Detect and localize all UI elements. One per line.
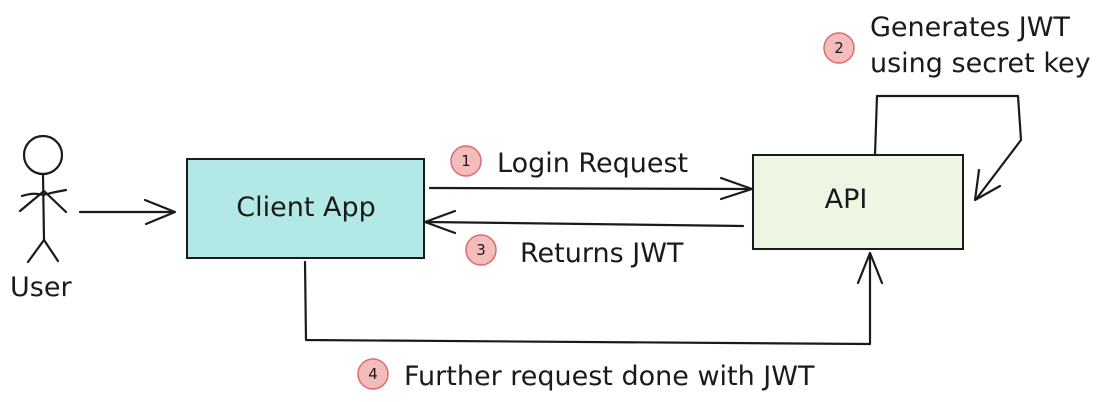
- user-label: User: [10, 272, 72, 303]
- client-app-label: Client App: [236, 192, 376, 223]
- arrow-user-to-client: [78, 198, 177, 226]
- step-1-number: 1: [461, 152, 471, 170]
- step-3-label: 3 Returns JWT: [465, 234, 684, 269]
- api-label: API: [825, 184, 868, 215]
- step-4-number: 4: [368, 365, 378, 383]
- step-2-line2: using secret key: [870, 48, 1091, 79]
- arrow-returns-jwt: [423, 209, 745, 235]
- client-app-node: Client App: [186, 158, 425, 259]
- step-4-text: Further request done with JWT: [404, 361, 815, 392]
- user-icon: [18, 134, 68, 264]
- step-2-label: 2 Generates JWT using secret key: [823, 12, 1091, 79]
- step-2-badge: [823, 32, 855, 64]
- step-4-label: 4 Further request done with JWT: [357, 358, 815, 392]
- step-3-text: Returns JWT: [520, 238, 684, 269]
- arrow-further-request: [303, 251, 884, 346]
- arrow-login-request: [428, 176, 754, 201]
- step-2-number: 2: [834, 39, 844, 57]
- step-1-label: 1 Login Request: [450, 145, 688, 179]
- step-1-text: Login Request: [497, 148, 688, 179]
- step-1-badge: [450, 145, 482, 177]
- user-actor: User: [10, 134, 72, 303]
- step-4-badge: [357, 358, 389, 390]
- arrow-generate-jwt-loop: [873, 94, 1023, 202]
- api-node: API: [752, 154, 964, 250]
- step-3-number: 3: [476, 241, 486, 259]
- step-2-line1: Generates JWT: [870, 12, 1070, 43]
- step-3-badge: [465, 234, 497, 266]
